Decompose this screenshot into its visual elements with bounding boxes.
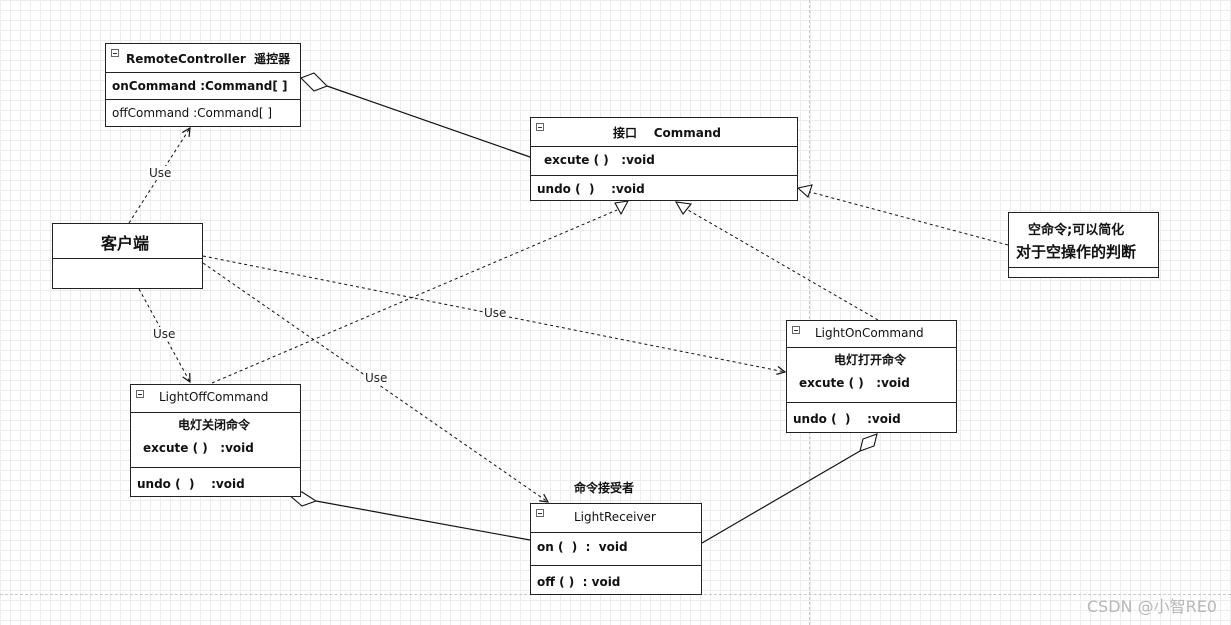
method-undo: undo ( ) :void [137, 477, 245, 491]
collapse-icon[interactable] [111, 49, 119, 57]
class-command-interface[interactable]: 接口 Command excute ( ) :void undo ( ) :vo… [530, 117, 798, 201]
method-excute: excute ( ) :void [544, 153, 655, 167]
class-subtitle: 电灯打开命令 [834, 353, 907, 367]
realization-triangle-lightoff [614, 200, 630, 216]
use-label-lightoff: Use [152, 327, 177, 341]
class-name: LightOffCommand [159, 390, 269, 404]
class-name: LightOnCommand [815, 326, 924, 340]
aggregation-diamond-remote [300, 72, 328, 92]
method-excute: excute ( ) :void [799, 376, 910, 390]
use-label-lighton: Use [483, 306, 508, 320]
note-line-2: 对于空操作的判断 [1016, 243, 1137, 261]
collapse-icon[interactable] [792, 326, 800, 334]
note-line-1: 空命令;可以简化 [1028, 223, 1125, 238]
realization-lighton-command [687, 209, 879, 321]
attribute-on-command: onCommand :Command[ ] [112, 79, 288, 93]
class-name: RemoteController 遥控器 [126, 52, 291, 66]
aggregation-remote-command [326, 85, 531, 158]
class-light-on-command[interactable]: LightOnCommand 电灯打开命令 excute ( ) :void u… [786, 320, 957, 433]
method-excute: excute ( ) :void [143, 441, 254, 455]
method-on: on ( ) : void [537, 540, 628, 554]
receiver-stereotype: 命令接受者 [574, 481, 635, 495]
class-name: 接口 Command [613, 126, 722, 140]
realization-null-command [809, 191, 1009, 246]
class-name: LightReceiver [574, 510, 656, 524]
use-label-remote: Use [148, 166, 173, 180]
realization-triangle-null [796, 184, 813, 198]
realization-triangle-lighton [674, 201, 693, 215]
class-subtitle: 电灯关闭命令 [178, 418, 251, 432]
use-line-client-receiver [202, 262, 548, 502]
collapse-icon[interactable] [536, 509, 544, 517]
aggregation-diamond-lighton [859, 433, 878, 452]
class-client[interactable]: 客户端 [52, 223, 203, 289]
realization-lightoff-command [211, 209, 618, 384]
aggregation-lightoff-receiver [315, 500, 531, 541]
collapse-icon[interactable] [536, 123, 544, 131]
class-name: 客户端 [101, 234, 150, 253]
aggregation-lighton-receiver [701, 450, 861, 544]
class-light-receiver[interactable]: LightReceiver on ( ) : void off ( ) : vo… [530, 503, 702, 595]
collapse-icon[interactable] [136, 390, 144, 398]
watermark: CSDN @小智RE0 [1086, 597, 1217, 616]
attribute-off-command: offCommand :Command[ ] [112, 106, 272, 120]
note-null-command[interactable]: 空命令;可以简化 对于空操作的判断 [1008, 212, 1159, 278]
class-light-off-command[interactable]: LightOffCommand 电灯关闭命令 excute ( ) :void … [130, 384, 301, 497]
use-label-receiver: Use [364, 371, 389, 385]
method-undo: undo ( ) :void [537, 182, 645, 196]
method-undo: undo ( ) :void [793, 412, 901, 426]
class-remote-controller[interactable]: RemoteController 遥控器 onCommand :Command[… [105, 43, 301, 127]
method-off: off ( ) : void [537, 575, 621, 589]
guide-line-vertical [809, 0, 810, 625]
